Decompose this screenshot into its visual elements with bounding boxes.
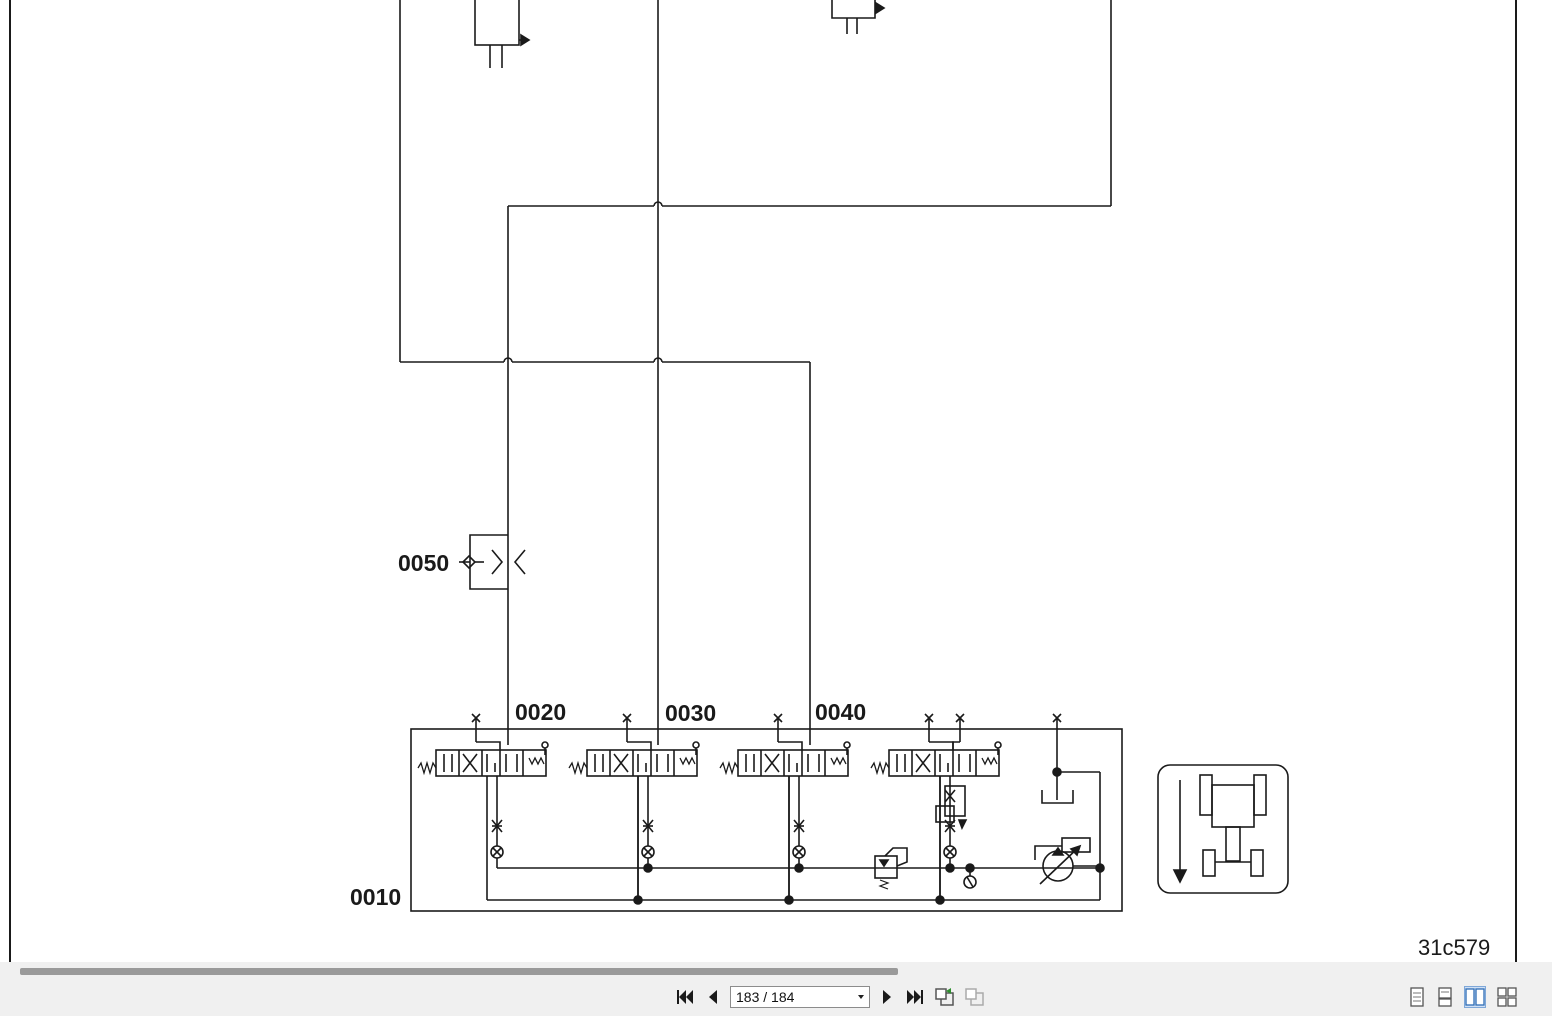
document-viewer: 0050 <box>8 0 1518 962</box>
tractor-orientation-icon <box>1157 764 1289 894</box>
pressure-relief-valve <box>874 847 908 890</box>
next-page-icon <box>883 990 891 1004</box>
label-0010: 0010 <box>350 884 401 910</box>
hydraulic-schematic: 0050 <box>9 0 1517 962</box>
last-page-button[interactable] <box>904 986 926 1008</box>
facing-pages-icon <box>1465 988 1485 1006</box>
continuous-facing-icon <box>1497 987 1517 1007</box>
page-number-select[interactable]: 183 / 184 <box>730 986 870 1008</box>
page-indicator-text: 183 / 184 <box>736 989 795 1005</box>
variable-pump <box>1034 837 1100 885</box>
next-page-button[interactable] <box>876 986 898 1008</box>
forward-view-icon <box>965 988 984 1006</box>
continuous-page-icon <box>1438 987 1452 1007</box>
navigation-toolbar: 183 / 184 <box>0 978 1552 1016</box>
common-lines <box>487 776 1105 905</box>
directional-valve-section <box>719 713 851 901</box>
go-back-view-button[interactable] <box>934 986 956 1008</box>
gauge-symbol <box>963 868 977 889</box>
first-page-icon <box>677 990 693 1004</box>
label-0020: 0020 <box>515 699 566 725</box>
hydraulic-lines <box>399 0 1112 745</box>
pressure-reducing-valve <box>935 785 968 830</box>
previous-page-icon <box>709 990 717 1004</box>
label-0040: 0040 <box>815 699 866 725</box>
label-0050: 0050 <box>398 550 449 576</box>
scrollbar-thumb[interactable] <box>20 968 898 975</box>
label-0030: 0030 <box>665 700 716 726</box>
continuous-view-button[interactable] <box>1434 986 1456 1008</box>
cylinder-symbol-2 <box>831 0 886 34</box>
figure-id: 31c579 <box>1418 935 1490 960</box>
cylinder-symbol-1 <box>474 0 531 68</box>
continuous-facing-view-button[interactable] <box>1496 986 1518 1008</box>
directional-valve-section <box>568 713 700 901</box>
single-page-view-button[interactable] <box>1406 986 1428 1008</box>
horizontal-scrollbar[interactable] <box>0 962 1552 978</box>
go-forward-view-button[interactable] <box>964 986 986 1008</box>
first-page-button[interactable] <box>674 986 696 1008</box>
back-view-icon <box>935 988 954 1006</box>
previous-page-button[interactable] <box>702 986 724 1008</box>
valve-4-extra-port <box>952 713 965 750</box>
tank-symbol <box>1041 713 1101 868</box>
single-page-icon <box>1410 987 1424 1007</box>
chevron-down-icon <box>858 995 864 999</box>
last-page-icon <box>907 990 923 1004</box>
directional-valve-section <box>417 713 549 900</box>
valve-block-frame <box>410 728 1123 912</box>
pdf-page: 0050 <box>8 0 1518 962</box>
check-valve-0050 <box>459 534 526 590</box>
facing-pages-view-button[interactable] <box>1464 986 1486 1008</box>
